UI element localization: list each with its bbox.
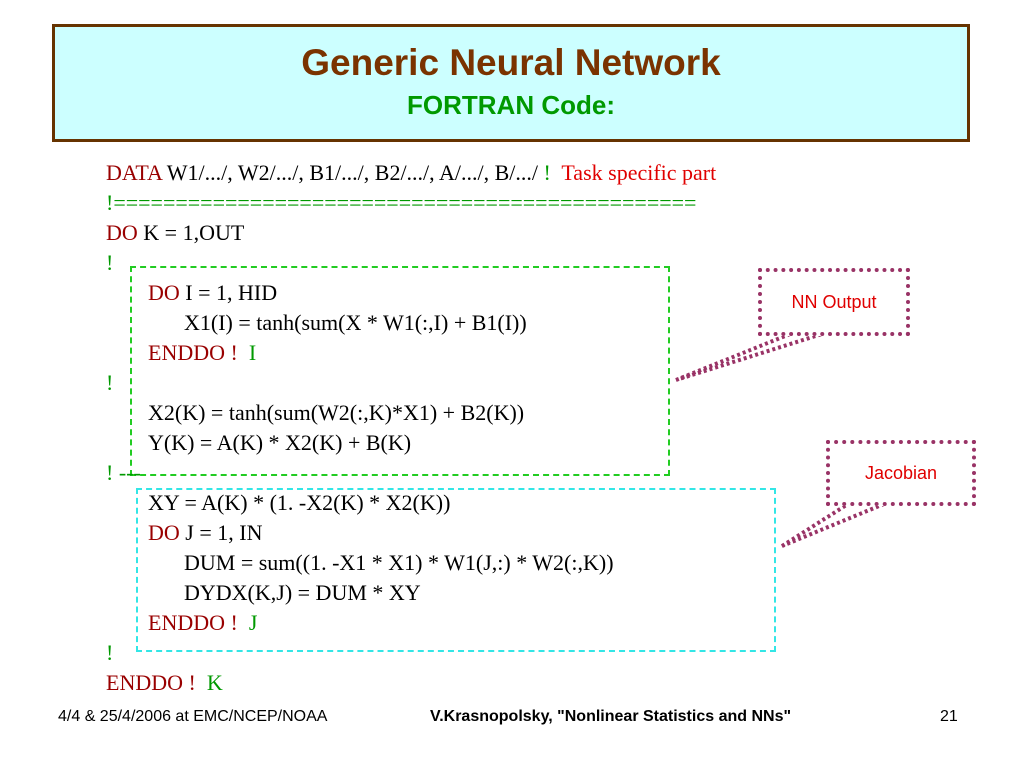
code-loop-var: K xyxy=(195,670,223,695)
code-loop-var: J xyxy=(237,610,258,635)
code-line-separator: !=======================================… xyxy=(106,190,697,215)
code-line-xy: XY = A(K) * (1. -X2(K) * X2(K)) xyxy=(148,490,451,515)
code-keyword: ENDDO ! xyxy=(106,670,196,695)
jacobian-callout: Jacobian xyxy=(826,440,976,506)
code-comment-mark: ! xyxy=(543,160,551,185)
code-line-y: Y(K) = A(K) * X2(K) + B(K) xyxy=(148,430,412,455)
nn-output-callout: NN Output xyxy=(758,268,910,336)
code-line-comment: ! xyxy=(106,370,114,395)
code-line-dum: DUM = sum((1. -X1 * X1) * W1(J,:) * W2(:… xyxy=(184,550,614,575)
jacobian-region xyxy=(136,488,776,652)
jacobian-pointer xyxy=(780,502,885,548)
nn-output-pointer xyxy=(675,332,823,382)
code-line-do-k: DO K = 1,OUT xyxy=(106,218,244,248)
code-keyword: ENDDO ! xyxy=(148,340,238,365)
code-line-enddo-i: ENDDO ! I xyxy=(148,338,256,368)
code-line-comment-dash: ! --- xyxy=(106,460,141,485)
code-line-data: DATA W1/.../, W2/.../, B1/.../, B2/.../,… xyxy=(106,158,716,188)
title-box: Generic Neural Network FORTRAN Code: xyxy=(52,24,970,142)
page-number: 21 xyxy=(940,708,958,725)
code-line-x2: X2(K) = tanh(sum(W2(:,K)*X1) + B2(K)) xyxy=(148,400,525,425)
code-line-x1: X1(I) = tanh(sum(X * W1(:,I) + B1(I)) xyxy=(184,310,527,335)
code-line-comment: ! xyxy=(106,250,114,275)
code-text: K = 1,OUT xyxy=(137,220,245,245)
code-text: I = 1, HID xyxy=(179,280,278,305)
code-loop-var: I xyxy=(237,340,257,365)
code-line-do-i: DO I = 1, HID xyxy=(148,278,277,308)
code-keyword: ENDDO ! xyxy=(148,610,238,635)
code-line-comment: ! xyxy=(106,640,114,665)
code-keyword: DO xyxy=(148,520,180,545)
code-keyword: DATA xyxy=(106,160,162,185)
slide-title: Generic Neural Network xyxy=(301,42,721,83)
footer-author: V.Krasnopolsky, "Nonlinear Statistics an… xyxy=(430,708,792,725)
slide-subtitle: FORTRAN Code: xyxy=(407,90,615,120)
nn-output-region xyxy=(130,266,670,476)
code-keyword: DO xyxy=(148,280,180,305)
code-text: W1/.../, W2/.../, B1/.../, B2/.../, A/..… xyxy=(161,160,544,185)
code-text: J = 1, IN xyxy=(179,520,263,545)
code-keyword: DO xyxy=(106,220,138,245)
code-line-enddo-j: ENDDO ! J xyxy=(148,608,257,638)
footer-date: 4/4 & 25/4/2006 at EMC/NCEP/NOAA xyxy=(58,708,328,725)
code-comment: Task specific part xyxy=(550,160,717,185)
code-line-dydx: DYDX(K,J) = DUM * XY xyxy=(184,580,421,605)
code-line-do-j: DO J = 1, IN xyxy=(148,518,262,548)
code-line-enddo-k: ENDDO ! K xyxy=(106,668,223,698)
